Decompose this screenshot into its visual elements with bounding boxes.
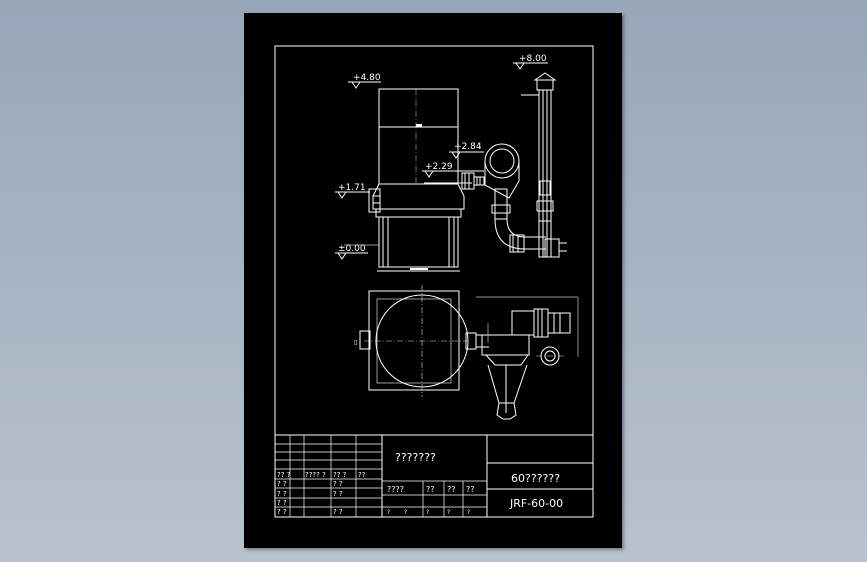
revision-label-2: ???? ? <box>305 471 326 479</box>
elevation-marker-ground: ±0.00 <box>335 244 368 260</box>
elevation-label-fan-inlet: +2.29 <box>425 162 453 172</box>
mid-label-2: ?? <box>426 485 435 494</box>
elevation-label-ground: ±0.00 <box>338 244 366 254</box>
revision-label-10: ? ? <box>277 508 287 516</box>
bottom-mark-5: ? <box>467 509 470 516</box>
elevation-marker-stack: +8.00 <box>513 54 548 70</box>
elevation-marker-side-inlet: +1.71 <box>335 183 370 199</box>
inner-frame <box>274 45 594 518</box>
plan-view: ▯ <box>354 285 579 420</box>
revision-label-3: ?? ? <box>333 471 347 479</box>
revision-label-11: ? ? <box>333 508 343 516</box>
bottom-mark-1: ? <box>387 509 390 516</box>
revision-label-8: ? ? <box>333 490 343 498</box>
product-name: 60?????? <box>511 472 560 485</box>
elevation-label-stack: +8.00 <box>519 54 547 64</box>
elevation-label-side-inlet: +1.71 <box>338 183 366 193</box>
revision-label-6: ? ? <box>333 480 343 488</box>
bottom-mark-2: ? <box>404 509 407 516</box>
mid-label-4: ?? <box>466 485 475 494</box>
drawing-number: JRF-60-00 <box>509 497 563 510</box>
drawing-sheet: +4.80 +8.00 +2.84 +2.29 +1.71 ±0.00 ▯ <box>244 13 622 548</box>
revision-label-4: ?? <box>358 471 366 479</box>
revision-label-5: ? ? <box>277 480 287 488</box>
drawing-name: ??????? <box>395 451 436 464</box>
elevation-label-top: +4.80 <box>353 73 381 83</box>
svg-text:▯: ▯ <box>354 339 357 346</box>
revision-label-1: ?? ? <box>277 471 291 479</box>
elevation-marker-fan-top: +2.84 <box>449 142 484 159</box>
mid-label-1: ???? <box>387 485 404 494</box>
mid-label-3: ?? <box>447 485 456 494</box>
elevation-view <box>344 72 567 272</box>
elevation-marker-top: +4.80 <box>348 73 381 89</box>
revision-label-7: ? ? <box>277 490 287 498</box>
cad-drawing: +4.80 +8.00 +2.84 +2.29 +1.71 ±0.00 ▯ <box>274 45 594 518</box>
bottom-mark-4: ? <box>447 509 450 516</box>
elevation-label-fan-top: +2.84 <box>454 142 482 152</box>
revision-label-9: ? ? <box>277 499 287 507</box>
elevation-marker-fan-inlet: +2.29 <box>422 162 453 178</box>
bottom-mark-3: ? <box>426 509 429 516</box>
title-block: ?? ? ???? ? ?? ? ?? ? ? ? ? ? ? ? ? ? ? … <box>274 434 594 518</box>
